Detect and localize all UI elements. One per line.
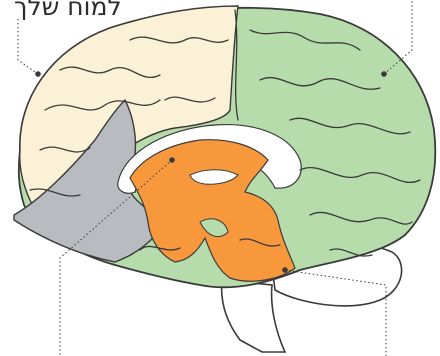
label-top-left: למוח שלך: [14, 0, 122, 19]
leader-frontal: [18, 18, 38, 74]
